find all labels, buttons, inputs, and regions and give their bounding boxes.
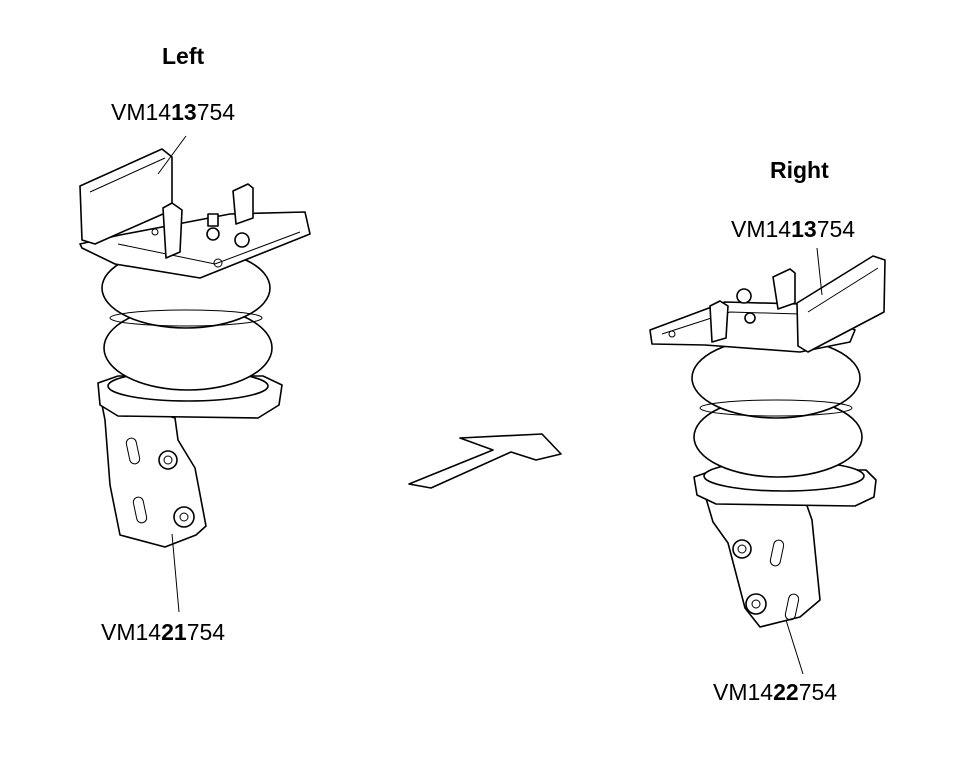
part-bold: 21	[161, 619, 187, 645]
right-airspring-assembly	[649, 255, 886, 628]
direction-arrow-icon	[408, 433, 562, 489]
left-bottom-part-number: VM1421754	[101, 619, 225, 646]
right-title: Right	[770, 157, 829, 183]
part-suffix: 754	[798, 679, 838, 705]
part-bold: 13	[791, 216, 817, 242]
right-bottom-leader-line	[785, 619, 804, 675]
left-airspring-assembly	[79, 148, 311, 548]
part-prefix: VM14	[731, 216, 792, 242]
part-prefix: VM14	[101, 619, 162, 645]
left-bottom-leader-line	[171, 533, 180, 613]
part-bold: 13	[171, 99, 197, 125]
right-top-part-number: VM1413754	[731, 216, 855, 243]
left-top-part-number: VM1413754	[111, 99, 235, 126]
part-suffix: 754	[186, 619, 226, 645]
left-title: Left	[162, 43, 205, 69]
part-prefix: VM14	[713, 679, 774, 705]
left-top-leader-line	[157, 135, 187, 175]
part-suffix: 754	[196, 99, 236, 125]
part-prefix: VM14	[111, 99, 172, 125]
right-top-leader-line	[816, 247, 823, 296]
part-bold: 22	[773, 679, 799, 705]
right-bottom-part-number: VM1422754	[713, 679, 837, 706]
part-suffix: 754	[816, 216, 856, 242]
